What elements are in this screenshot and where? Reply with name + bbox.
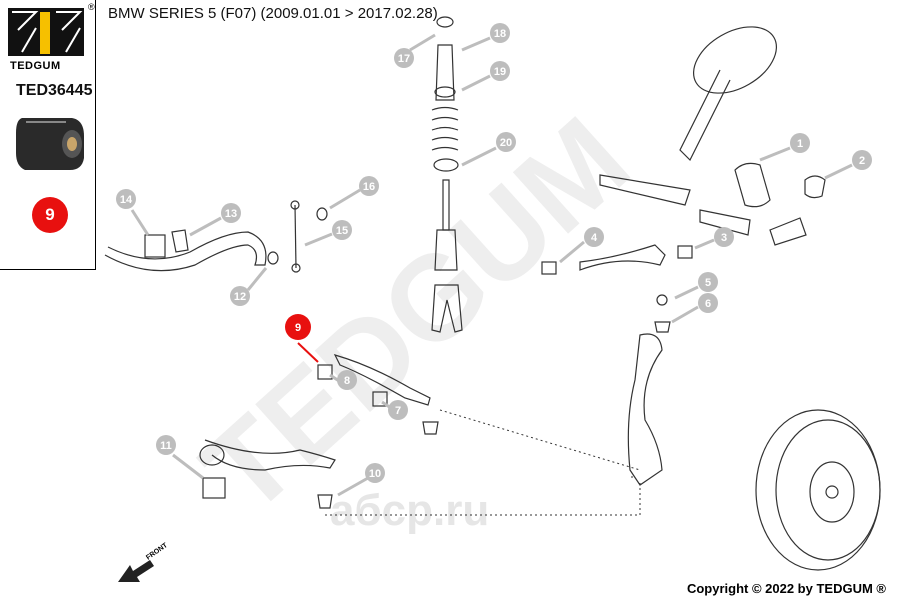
- svg-text:19: 19: [494, 66, 506, 78]
- svg-text:15: 15: [336, 225, 348, 237]
- svg-text:3: 3: [721, 232, 727, 244]
- bushing-product-image: [16, 118, 84, 170]
- callout-9-highlighted[interactable]: 9: [285, 314, 311, 340]
- callout-19[interactable]: 19: [490, 61, 510, 81]
- svg-text:9: 9: [295, 322, 301, 334]
- callout-14[interactable]: 14: [116, 189, 136, 209]
- part-number: TED36445: [16, 82, 93, 99]
- registered-mark: ®: [88, 2, 95, 12]
- callout-16[interactable]: 16: [359, 176, 379, 196]
- svg-text:5: 5: [705, 277, 711, 289]
- tedgum-watermark: TEDGUM: [178, 92, 654, 540]
- front-label: FRONT: [145, 542, 169, 562]
- strut-assembly: [431, 16, 463, 333]
- callout-11[interactable]: 11: [156, 435, 176, 455]
- brand-name: TEDGUM: [10, 60, 61, 72]
- callout-4[interactable]: 4: [584, 227, 604, 247]
- callout-leaders: [130, 33, 853, 497]
- selected-position-badge: 9: [32, 197, 68, 233]
- svg-text:10: 10: [369, 468, 381, 480]
- svg-text:4: 4: [591, 232, 598, 244]
- svg-text:7: 7: [395, 405, 401, 417]
- callout-17[interactable]: 17: [394, 48, 414, 68]
- svg-text:16: 16: [363, 181, 375, 193]
- svg-text:6: 6: [705, 298, 711, 310]
- copyright: Copyright © 2022 by TEDGUM ®: [686, 581, 886, 596]
- front-direction-indicator: FRONT: [118, 542, 169, 582]
- callout-18[interactable]: 18: [490, 23, 510, 43]
- callout-15[interactable]: 15: [332, 220, 352, 240]
- svg-text:17: 17: [398, 53, 410, 65]
- vehicle-title: BMW SERIES 5 (F07) (2009.01.01 > 2017.02…: [108, 5, 438, 22]
- callout-12[interactable]: 12: [230, 286, 250, 306]
- wheel: [755, 409, 881, 571]
- svg-text:14: 14: [120, 194, 133, 206]
- callout-6[interactable]: 6: [698, 293, 718, 313]
- svg-text:20: 20: [500, 137, 512, 149]
- callout-3[interactable]: 3: [714, 227, 734, 247]
- abcp-watermark: aбcp.ru: [330, 486, 489, 535]
- stabilizer-bar: [104, 200, 328, 273]
- svg-text:11: 11: [160, 440, 172, 452]
- callout-7[interactable]: 7: [388, 400, 408, 420]
- callout-2[interactable]: 2: [852, 150, 872, 170]
- steering-column: [599, 26, 826, 246]
- callout-5[interactable]: 5: [698, 272, 718, 292]
- tedgum-logo: [8, 8, 84, 56]
- svg-text:1: 1: [797, 138, 803, 150]
- svg-text:13: 13: [225, 208, 237, 220]
- assembly-lines: [325, 409, 641, 516]
- callout-8[interactable]: 8: [337, 370, 357, 390]
- svg-text:8: 8: [344, 375, 350, 387]
- callout-10[interactable]: 10: [365, 463, 385, 483]
- callout-20[interactable]: 20: [496, 132, 516, 152]
- callout-1[interactable]: 1: [790, 133, 810, 153]
- control-arms: [199, 244, 693, 509]
- svg-text:12: 12: [234, 291, 246, 303]
- svg-text:2: 2: [859, 155, 865, 167]
- callout-13[interactable]: 13: [221, 203, 241, 223]
- svg-text:18: 18: [494, 28, 506, 40]
- product-sidebar: TEDGUM ® TED36445 9: [0, 0, 96, 270]
